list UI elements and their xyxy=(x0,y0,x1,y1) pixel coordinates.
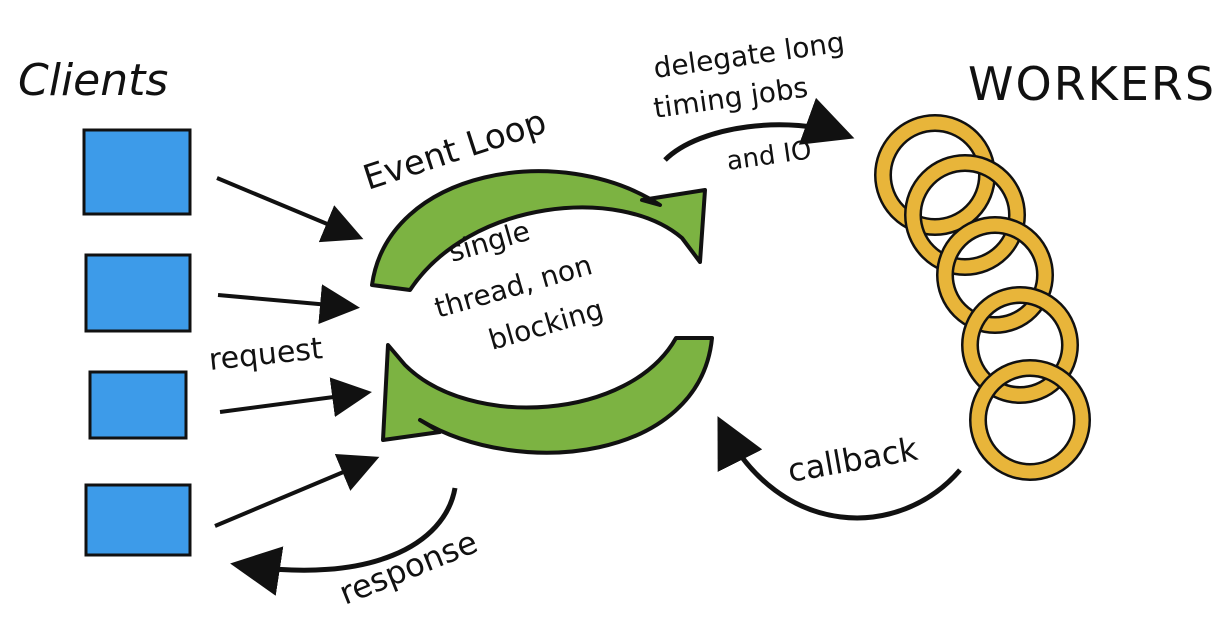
request-label: request xyxy=(207,331,324,378)
response-arrow xyxy=(230,487,458,596)
event-loop-top-arrow xyxy=(370,169,707,292)
client-box-icon xyxy=(84,483,192,557)
delegate-arrow xyxy=(663,97,855,162)
worker-cycle-icon xyxy=(936,216,1054,334)
event-loop-cycle xyxy=(370,169,714,455)
worker-cycle-icon xyxy=(969,359,1091,481)
delegate-label-line1: delegate long xyxy=(651,25,846,84)
client-box-icon xyxy=(84,253,192,333)
request-arrow xyxy=(219,377,372,418)
client-box-icon xyxy=(88,370,188,440)
client-box-icon xyxy=(82,128,192,216)
delegate-label-line3: and IO xyxy=(725,135,814,177)
response-label: response xyxy=(334,523,483,613)
callback-label: callback xyxy=(785,430,921,490)
request-arrow xyxy=(217,284,360,325)
callback-arrow xyxy=(717,416,962,521)
clients-title: Clients xyxy=(18,55,168,106)
workers-title: WORKERS xyxy=(968,57,1216,111)
response-out-arrow xyxy=(214,453,380,528)
worker-cycle-icon xyxy=(961,286,1079,404)
request-arrow xyxy=(216,176,364,243)
worker-cycle-icon xyxy=(904,154,1026,276)
workers-group xyxy=(874,114,1091,481)
event-loop-bottom-arrow xyxy=(381,336,714,455)
